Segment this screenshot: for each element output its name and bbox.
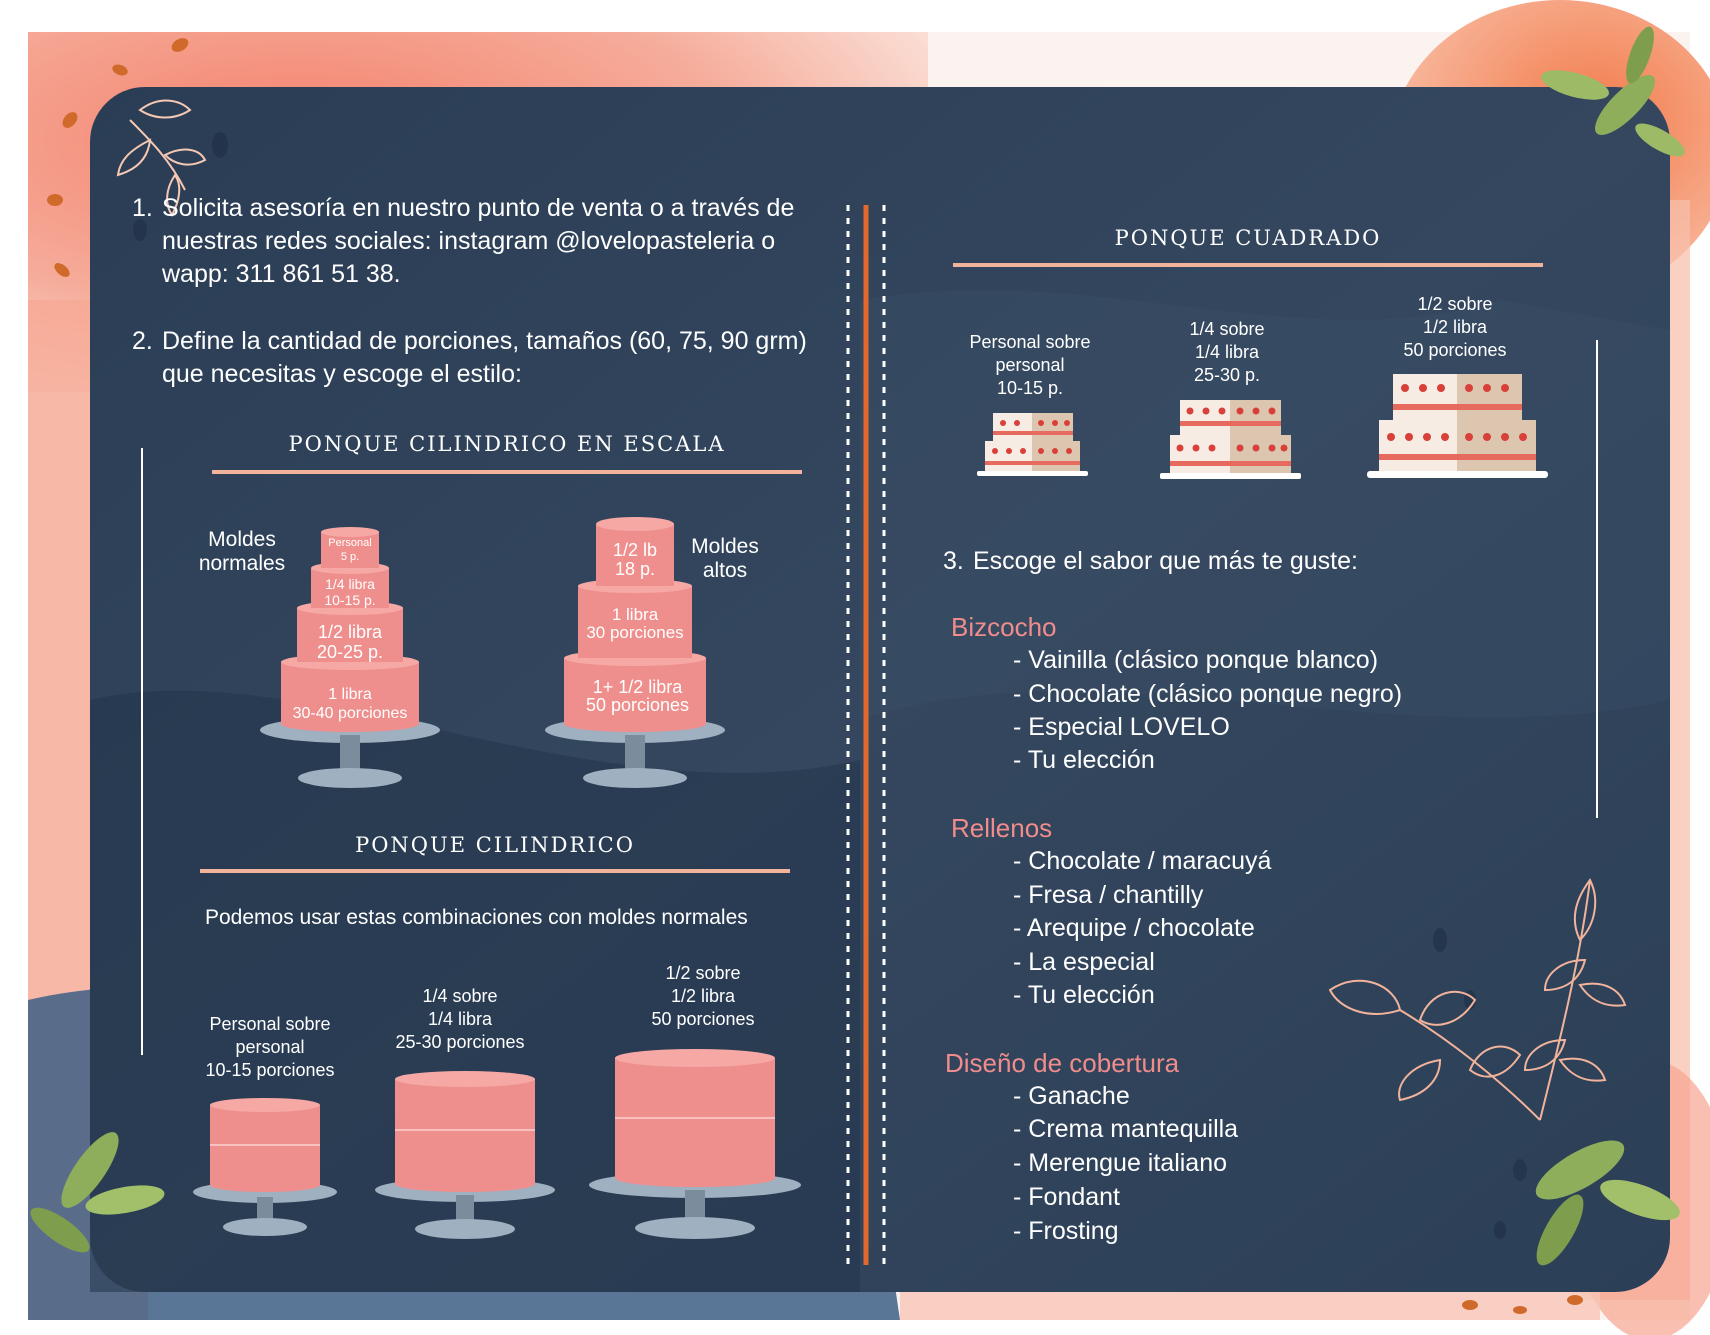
tier-label-personal-1: Personal: [328, 537, 372, 549]
alto-tier-label-1: 1/2 lb 18 p.: [585, 541, 685, 579]
moldes-normales-label-2: normales: [198, 552, 286, 575]
cake-cuadrado-2: [1160, 400, 1301, 479]
cil-option-3-caption: 1/2 sobre 1/2 libra 50 porciones: [613, 962, 793, 1031]
rellenos-item: - Arequipe / chocolate: [1013, 914, 1255, 942]
tier-label-one: 1 libra 30-40 porciones: [280, 685, 420, 723]
step-1-number: 1.: [132, 194, 153, 222]
tier-label-quarter: 1/4 libra 10-15 p.: [310, 576, 390, 608]
cake-stand-base: [298, 768, 402, 788]
moldes-altos-label: Moldes altos: [680, 535, 770, 583]
cake-cilindrico-2: [375, 1071, 555, 1239]
cobertura-item: - Fondant: [1013, 1183, 1121, 1211]
step-2-number: 2.: [132, 327, 153, 355]
cobertura-item: - Merengue italiano: [1013, 1149, 1228, 1177]
cil-option-1-line-3: 10-15 porciones: [205, 1060, 335, 1080]
bizcocho-item: - Tu elección: [1013, 746, 1155, 774]
cil-option-2-caption: 1/4 sobre 1/4 libra 25-30 porciones: [370, 985, 550, 1054]
alto-tier-label-3-a: 1+ 1/2 libra: [592, 677, 683, 697]
tier-label-personal-2: 5 p.: [340, 551, 360, 563]
tier-label-half-2: 20-25 p.: [316, 642, 384, 662]
cobertura-title: Diseño de cobertura: [945, 1048, 1180, 1078]
alto-tier-label-1-a: 1/2 lb: [612, 540, 658, 560]
cake-escala-normal: [260, 527, 440, 788]
tier-label-half-1: 1/2 libra: [317, 622, 383, 642]
cil-option-2-line-2: 1/4 libra: [427, 1009, 493, 1029]
step-3-number: 3.: [943, 547, 964, 575]
cuad-option-3-line-2: 1/2 libra: [1422, 317, 1488, 337]
cuad-option-2-line-3: 25-30 p.: [1193, 365, 1261, 385]
cake-cuadrado-1: [977, 413, 1088, 476]
step-2: 2. Define la cantidad de porciones, tamañ…: [132, 325, 807, 391]
cuadrado-rule: [953, 263, 1543, 267]
cil-option-3-line-3: 50 porciones: [651, 1009, 755, 1029]
step-3-text: Escoge el sabor que más te guste:: [973, 547, 1358, 575]
cilindrico-subtitle: Podemos usar estas combinaciones con mol…: [205, 906, 748, 929]
cake-cilindrico-1: [193, 1098, 337, 1236]
tier-label-personal: Personal 5 p.: [310, 536, 390, 564]
cuad-option-1-line-2: personal: [995, 355, 1065, 375]
moldes-altos-label-2: altos: [702, 559, 748, 582]
moldes-normales-label: Moldes normales: [192, 528, 292, 576]
rellenos-title: Rellenos: [951, 813, 1053, 843]
cuad-option-1-line-3: 10-15 p.: [996, 378, 1064, 398]
cuad-option-2-line-2: 1/4 libra: [1194, 342, 1260, 362]
cil-option-2-line-3: 25-30 porciones: [395, 1032, 525, 1052]
cuad-option-1-caption: Personal sobre personal 10-15 p.: [940, 331, 1120, 400]
rellenos-item: - Tu elección: [1013, 981, 1155, 1009]
alto-tier-label-3: 1+ 1/2 libra 50 porciones: [565, 678, 710, 714]
cilindrico-title: PONQUE CILINDRICO: [355, 833, 635, 857]
cil-option-3-line-2: 1/2 libra: [670, 986, 736, 1006]
step-1-line-2: nuestras redes sociales: instagram @love…: [162, 227, 776, 255]
cuadrado-title: PONQUE CUADRADO: [1114, 226, 1382, 250]
cobertura-item: - Ganache: [1013, 1082, 1130, 1110]
bizcocho-title: Bizcocho: [951, 612, 1057, 642]
cuad-option-2-line-1: 1/4 sobre: [1189, 319, 1265, 339]
step-3: 3. Escoge el sabor que más te guste:: [943, 545, 1358, 578]
cuad-option-3-caption: 1/2 sobre 1/2 libra 50 porciones: [1365, 293, 1545, 362]
cake-stand-base: [583, 768, 687, 788]
cake-cilindrico-3: [589, 1049, 801, 1239]
cilindrico-rule: [200, 869, 790, 873]
rellenos-item: - La especial: [1013, 948, 1155, 976]
cuad-option-2-caption: 1/4 sobre 1/4 libra 25-30 p.: [1137, 318, 1317, 387]
cil-option-2-line-1: 1/4 sobre: [422, 986, 498, 1006]
cake-stand-pillar: [340, 735, 360, 775]
step-1-line-3: wapp: 311 861 51 38.: [162, 260, 401, 288]
cake-escala-altos: [545, 517, 725, 788]
cuad-option-3-line-3: 50 porciones: [1403, 340, 1507, 360]
tier-label-one-2: 30-40 porciones: [292, 705, 408, 722]
alto-tier-label-2-a: 1 libra: [611, 605, 659, 624]
cil-option-3-line-1: 1/2 sobre: [665, 963, 741, 983]
rellenos-item: - Chocolate / maracuyá: [1013, 847, 1272, 875]
tier-label-half: 1/2 libra 20-25 p.: [300, 622, 400, 662]
step-1-line-1: Solicita asesoría en nuestro punto de ve…: [162, 194, 795, 222]
alto-tier-label-1-b: 18 p.: [614, 559, 656, 579]
step-2-line-1: Define la cantidad de porciones, tamaños…: [162, 327, 807, 355]
moldes-altos-label-1: Moldes: [691, 535, 759, 558]
escala-title: PONQUE CILINDRICO EN ESCALA: [288, 432, 726, 456]
cil-option-1-caption: Personal sobre personal 10-15 porciones: [180, 1013, 360, 1082]
cil-option-1-line-2: personal: [235, 1037, 305, 1057]
cuad-option-3-line-1: 1/2 sobre: [1417, 294, 1493, 314]
alto-tier-label-2: 1 libra 30 porciones: [570, 606, 700, 642]
cake-cuadrado-3: [1367, 374, 1548, 478]
bizcocho-item: - Especial LOVELO: [1013, 713, 1230, 741]
tier-label-one-1: 1 libra: [328, 686, 372, 703]
cobertura-item: - Crema mantequilla: [1013, 1115, 1239, 1143]
step-2-line-2: que necesitas y escoge el estilo:: [162, 360, 522, 388]
tier-label-quarter-2: 10-15 p.: [324, 592, 376, 608]
rellenos-item: - Fresa / chantilly: [1013, 881, 1204, 909]
alto-tier-label-3-b: 50 porciones: [585, 695, 690, 715]
cil-option-1-line-1: Personal sobre: [209, 1014, 331, 1034]
cuad-option-1-line-1: Personal sobre: [969, 332, 1091, 352]
bizcocho-item: - Chocolate (clásico ponque negro): [1013, 680, 1403, 708]
cobertura-item: - Frosting: [1013, 1217, 1119, 1245]
moldes-normales-label-1: Moldes: [208, 528, 276, 551]
alto-tier-label-2-b: 30 porciones: [586, 623, 684, 642]
bizcocho-item: - Vainilla (clásico ponque blanco): [1013, 646, 1379, 674]
cake-stand-pillar: [625, 735, 645, 775]
tier-label-quarter-1: 1/4 libra: [325, 576, 375, 592]
escala-rule: [212, 470, 802, 474]
step-1: 1. Solicita asesoría en nuestro punto de …: [132, 192, 794, 291]
